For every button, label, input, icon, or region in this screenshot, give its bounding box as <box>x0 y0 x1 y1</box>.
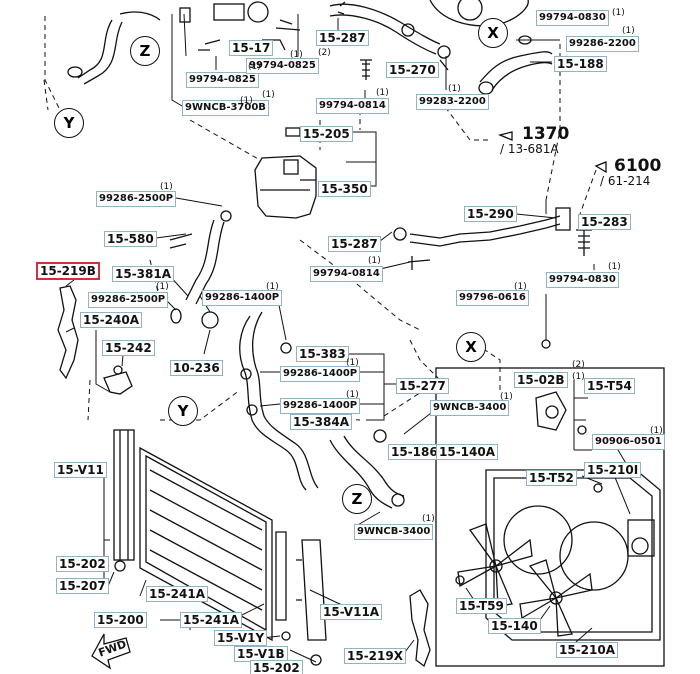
part-label-9wncb-3400: 9WNCB-3400 <box>430 400 510 416</box>
part-label-15-241a: 15-241A <box>146 586 209 602</box>
reference-1370: 1370 <box>522 124 570 144</box>
quantity-note: (1) <box>376 88 389 98</box>
marker-x: X <box>478 18 508 48</box>
part-label-99794-0830: 99794-0830 <box>536 10 609 26</box>
quantity-note: (2) <box>572 360 585 370</box>
part-label-99286-2200: 99286-2200 <box>566 36 639 52</box>
part-label-15-350: 15-350 <box>318 181 371 197</box>
part-label-99286-1400p: 99286-1400P <box>280 398 361 414</box>
part-label-99794-0825: 99794-0825 <box>246 58 319 74</box>
part-label-15-384a: 15-384A <box>290 414 353 430</box>
part-label-15-580: 15-580 <box>104 231 157 247</box>
part-label-15-277: 15-277 <box>396 378 449 394</box>
part-label-9wncb-3400: 9WNCB-3400 <box>354 524 434 540</box>
quantity-note: (1) <box>346 390 359 400</box>
part-label-15-v1b: 15-V1B <box>234 646 288 662</box>
part-label-10-236: 10-236 <box>170 360 223 376</box>
part-label-99794-0825: 99794-0825 <box>186 72 259 88</box>
part-label-15-v11a: 15-V11A <box>320 604 383 620</box>
part-label-15-207: 15-207 <box>56 578 109 594</box>
part-label-15-241a: 15-241A <box>180 612 243 628</box>
part-label-15-202: 15-202 <box>250 660 303 674</box>
part-label-15-210i: 15-210I <box>584 462 642 478</box>
part-label-15-202: 15-202 <box>56 556 109 572</box>
part-label-90906-0501: 90906-0501 <box>592 434 665 450</box>
quantity-note: (1) <box>156 282 169 292</box>
part-label-99794-0814: 99794-0814 <box>316 98 389 114</box>
part-label-15-242: 15-242 <box>102 340 155 356</box>
part-label-99286-2500p: 99286-2500P <box>88 292 169 308</box>
quantity-note: (1) <box>266 282 279 292</box>
marker-x: X <box>456 332 486 362</box>
quantity-note: (1) <box>500 392 513 402</box>
part-label-15-186: 15-186 <box>388 444 441 460</box>
quantity-note: (1) <box>262 90 275 100</box>
part-label-15-287: 15-287 <box>316 30 369 46</box>
part-label-99796-0616: 99796-0616 <box>456 290 529 306</box>
quantity-note: (1) <box>514 282 527 292</box>
part-label-15-219x: 15-219X <box>344 648 406 664</box>
part-label-15-210a: 15-210A <box>556 642 619 658</box>
part-label-15-287: 15-287 <box>328 236 381 252</box>
part-label-15-t52: 15-T52 <box>526 470 577 486</box>
part-label-15-240a: 15-240A <box>80 312 143 328</box>
quantity-note: (1) <box>612 8 625 18</box>
part-label-15-290: 15-290 <box>464 206 517 222</box>
quantity-note: (1) <box>160 182 173 192</box>
part-label-15-t54: 15-T54 <box>584 378 635 394</box>
part-label-99286-2500p: 99286-2500P <box>96 191 177 207</box>
quantity-note: (1) <box>346 358 359 368</box>
part-label-15-383: 15-383 <box>296 346 349 362</box>
part-label-15-v1y: 15-V1Y <box>214 630 268 646</box>
part-label-99283-2200: 99283-2200 <box>416 94 489 110</box>
quantity-note: (1) <box>248 62 261 72</box>
part-label-15-140a: 15-140A <box>436 444 499 460</box>
quantity-note: (1) <box>368 256 381 266</box>
quantity-note: (1) <box>448 84 461 94</box>
fwd-arrow <box>91 633 131 670</box>
quantity-note: (1) <box>650 426 663 436</box>
quantity-note: (1) <box>608 262 621 272</box>
quantity-note: (1) <box>572 372 585 382</box>
marker-z: Z <box>342 484 372 514</box>
part-label-99794-0830: 99794-0830 <box>546 272 619 288</box>
quantity-note: (1) <box>240 96 253 106</box>
part-label-15-270: 15-270 <box>386 62 439 78</box>
part-label-15-v11: 15-V11 <box>54 462 107 478</box>
part-label-15-219b-highlighted: 15-219B <box>36 262 100 280</box>
part-label-15-02b: 15-02B <box>514 372 568 388</box>
quantity-note: (1) <box>290 50 303 60</box>
part-label-99286-1400p: 99286-1400P <box>280 366 361 382</box>
part-label-15-t59: 15-T59 <box>456 598 507 614</box>
part-label-15-205: 15-205 <box>300 126 353 142</box>
part-label-15-188: 15-188 <box>554 56 607 72</box>
reference-61-214: / 61-214 <box>600 174 651 188</box>
quantity-note: (2) <box>318 48 331 58</box>
marker-y: Y <box>54 108 84 138</box>
part-label-9wncb-3700b: 9WNCB-3700B <box>182 100 269 116</box>
reference-6100: 6100 <box>614 156 662 176</box>
part-label-15-140: 15-140 <box>488 618 541 634</box>
part-label-15-381a: 15-381A <box>112 266 175 282</box>
marker-z: Z <box>130 36 160 66</box>
part-label-99794-0814: 99794-0814 <box>310 266 383 282</box>
part-label-15-200: 15-200 <box>94 612 147 628</box>
marker-y: Y <box>168 396 198 426</box>
quantity-note: (1) <box>622 26 635 36</box>
part-label-15-283: 15-283 <box>578 214 631 230</box>
part-label-15-17: 15-17 <box>229 40 274 56</box>
reference-13-681a: / 13-681A <box>500 142 559 156</box>
part-label-99286-1400p: 99286-1400P <box>202 290 283 306</box>
quantity-note: (1) <box>422 514 435 524</box>
